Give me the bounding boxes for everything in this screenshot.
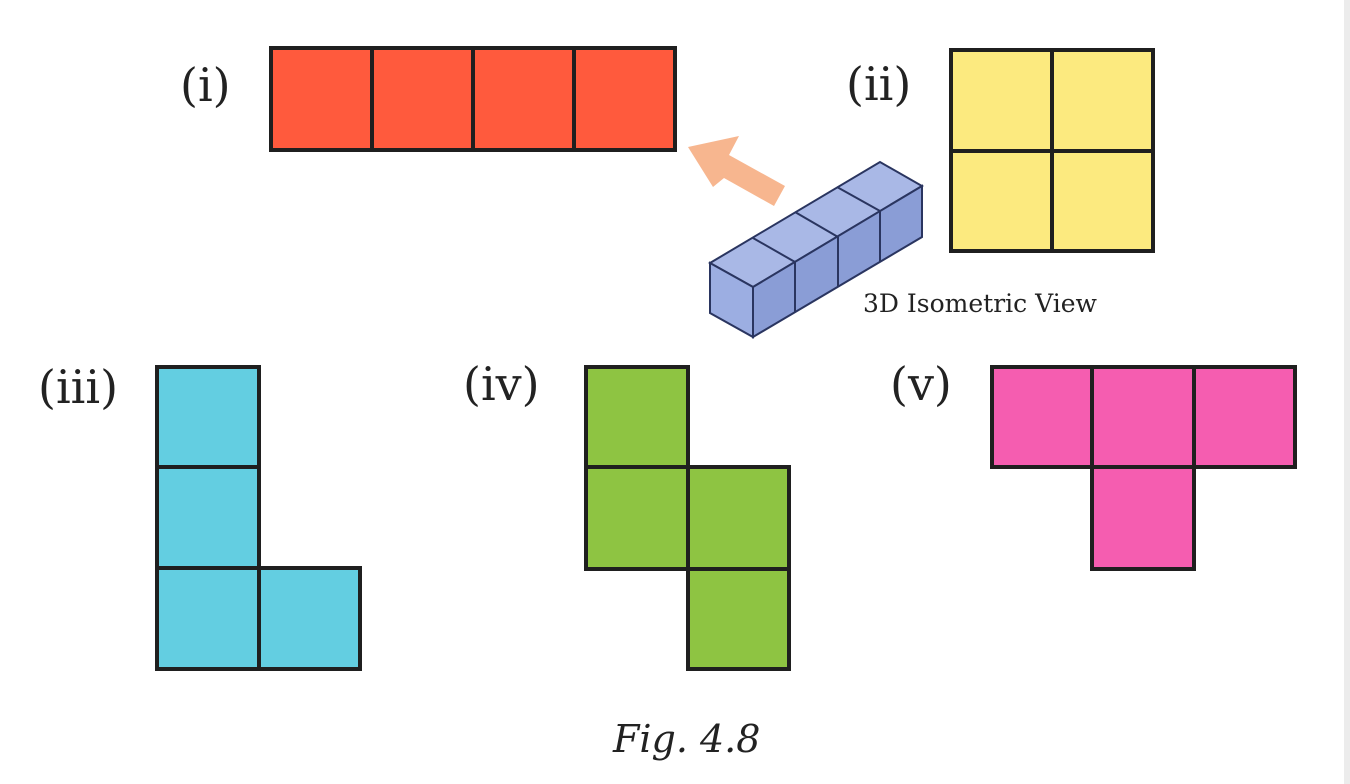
shape-v: (v) bbox=[890, 357, 1297, 571]
shape-iii-body bbox=[155, 365, 362, 671]
shape-iv: (iv) bbox=[463, 357, 791, 671]
shape-v-label: (v) bbox=[890, 357, 952, 411]
shape-iv-label: (iv) bbox=[463, 357, 540, 411]
shape-ii: (ii) bbox=[846, 48, 1155, 253]
isometric-view-label: 3D Isometric View bbox=[863, 289, 1098, 318]
isometric-cubes: 3D Isometric View bbox=[707, 160, 1098, 339]
shape-iii-label: (iii) bbox=[38, 360, 118, 414]
shape-ii-label: (ii) bbox=[846, 57, 911, 111]
arrow-icon bbox=[688, 136, 785, 206]
shape-iii: (iii) bbox=[38, 360, 362, 671]
page-edge bbox=[1344, 0, 1350, 784]
cube-front-face bbox=[709, 261, 754, 339]
shape-i-label: (i) bbox=[180, 58, 231, 112]
shape-i: (i) bbox=[180, 46, 677, 152]
figure-caption: Fig. 4.8 bbox=[612, 717, 760, 761]
